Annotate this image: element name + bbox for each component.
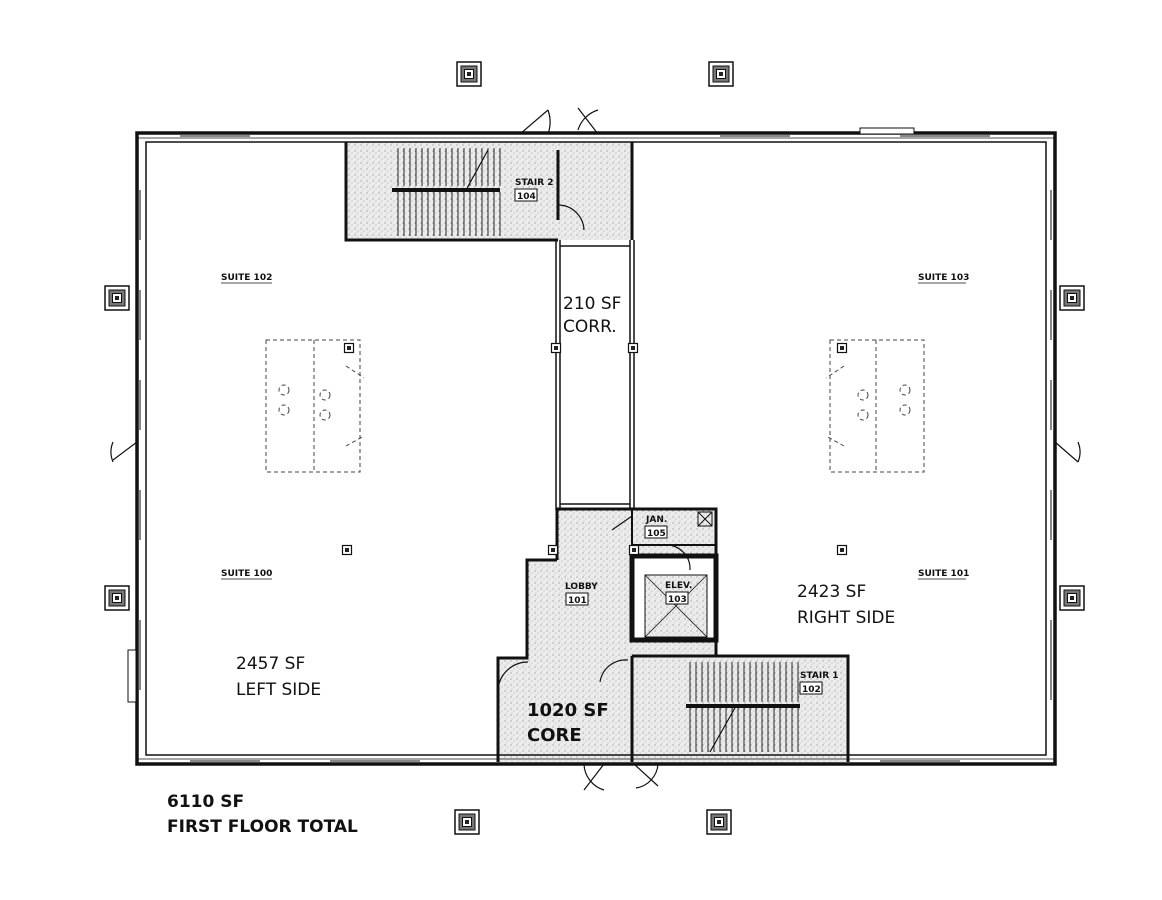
stair1-treads [689, 662, 799, 752]
elevator-number: 103 [668, 595, 687, 605]
restroom-left [265, 339, 365, 473]
right-side-label: RIGHT SIDE [797, 608, 895, 628]
left-side-label: LEFT SIDE [236, 680, 321, 700]
janitor-number: 105 [647, 529, 666, 539]
restroom-right [825, 339, 925, 473]
left-side-area: 2457 SF [236, 654, 305, 674]
corridor-label: CORR. [563, 317, 617, 337]
lobby-name: LOBBY [565, 582, 598, 592]
suite-102-label: SUITE 102 [221, 273, 272, 283]
total-label: FIRST FLOOR TOTAL [167, 817, 358, 837]
right-side-area: 2423 SF [797, 582, 866, 602]
doors [110, 107, 1081, 791]
interior-walls [344, 142, 634, 242]
corridor-walls [555, 240, 635, 510]
janitor-name: JAN. [645, 515, 667, 525]
stair2-number: 104 [517, 192, 536, 202]
janitor-closet [631, 509, 716, 546]
elevator [629, 553, 719, 643]
exterior-wall [135, 131, 1057, 766]
suite-101-label: SUITE 101 [918, 569, 969, 579]
lobby-number: 101 [568, 596, 587, 606]
core-area-sf: 1020 SF [527, 700, 609, 721]
core-label: CORE [527, 725, 582, 746]
elevator-name: ELEV. [665, 581, 692, 591]
stair1-name: STAIR 1 [800, 671, 839, 681]
total-area: 6110 SF [167, 792, 244, 812]
windows [127, 127, 1052, 762]
suite-103-label: SUITE 103 [918, 273, 969, 283]
suite-100-label: SUITE 100 [221, 569, 272, 579]
corridor-area: 210 SF [563, 294, 621, 314]
stair2-treads [397, 148, 501, 236]
stair2-name: STAIR 2 [515, 178, 554, 188]
stair1-number: 102 [802, 685, 821, 695]
